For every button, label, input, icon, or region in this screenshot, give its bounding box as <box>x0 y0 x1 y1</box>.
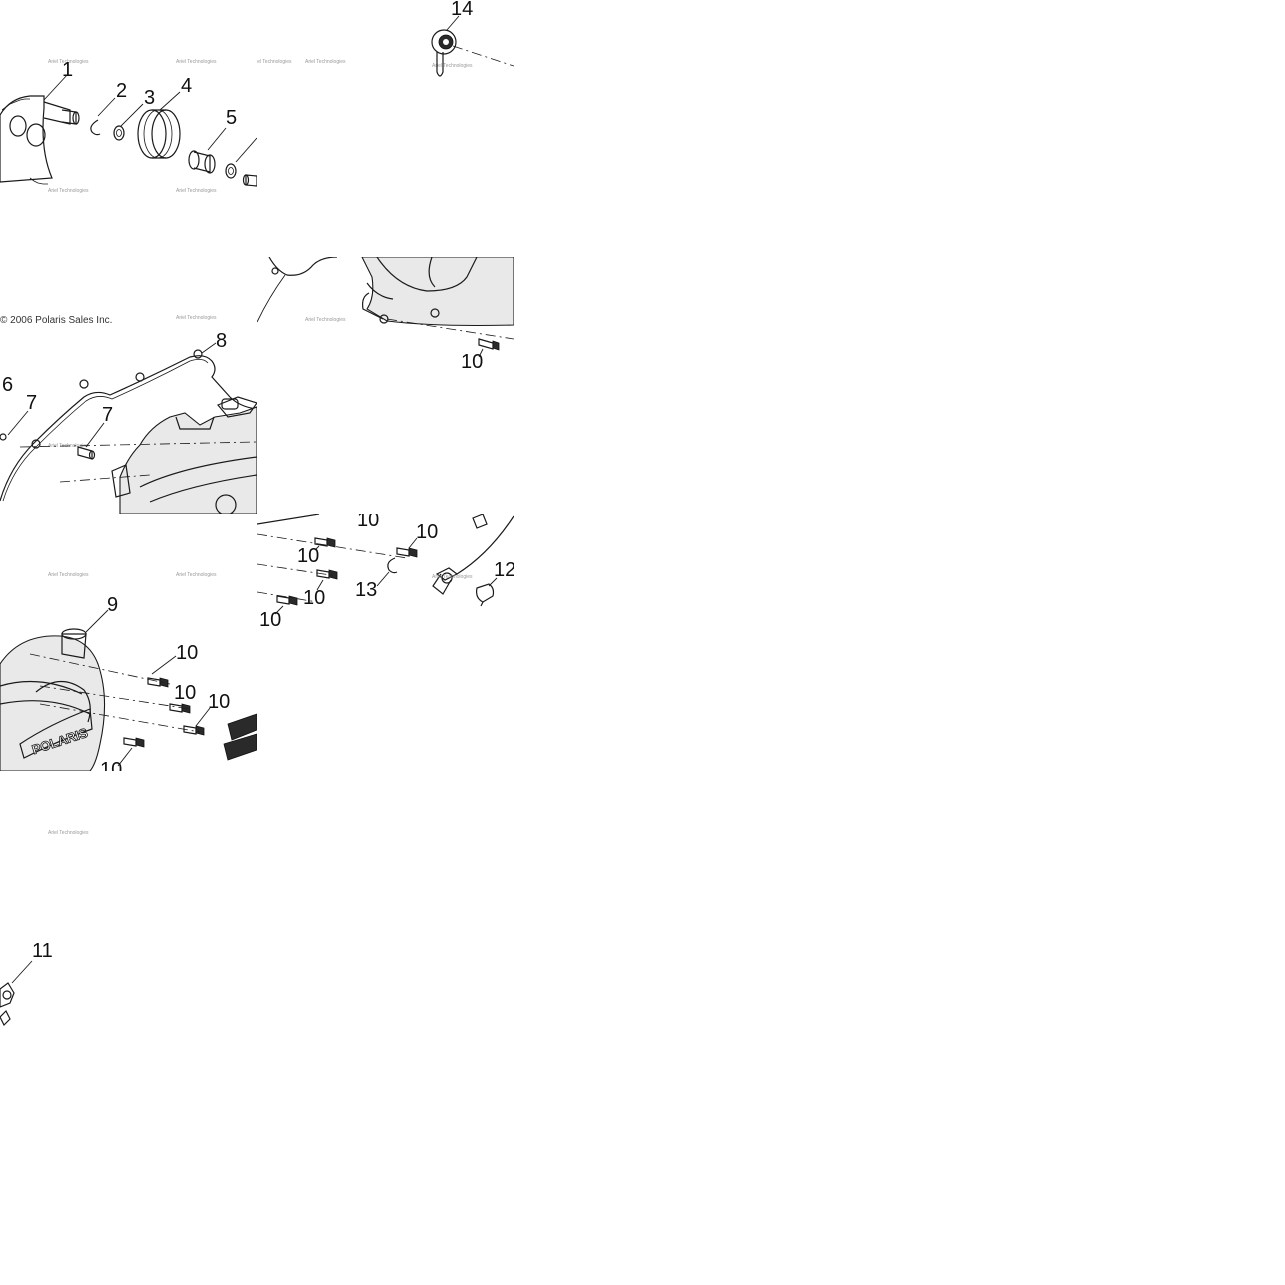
watermark: Ariel Technologies <box>176 572 217 578</box>
tile-outer-cover: Ariel Technologies Ariel Technologies PO… <box>0 514 257 771</box>
callout-10i: 10 <box>303 587 325 609</box>
tile-drain-plug: Ariel Technologies Ariel Technologies Ar… <box>257 0 514 257</box>
callout-5: 5 <box>226 107 237 129</box>
dowel-pin-part <box>77 446 96 460</box>
callout-10g: 10 <box>297 545 319 567</box>
watermark: Ariel Technologies <box>176 59 217 65</box>
outer-clutch-cover-part: POLARIS <box>0 628 106 771</box>
bushing-part <box>188 150 216 174</box>
callout-10e: 10 <box>100 759 122 771</box>
callout-11: 11 <box>32 940 53 962</box>
callout-10c: 10 <box>174 682 196 704</box>
watermark: Ariel Technologies <box>432 574 473 580</box>
drive-belt-part <box>223 713 257 761</box>
tile-shaft-parts: Ariel Technologies Ariel Technologies Ar… <box>0 0 257 257</box>
callout-10h: 10 <box>416 521 438 543</box>
watermark: Ariel Technologies <box>48 188 89 194</box>
callout-10b: 10 <box>176 642 198 664</box>
tile-cover-gasket: © 2006 Polaris Sales Inc. Ariel Technolo… <box>0 257 257 514</box>
bolt-part <box>183 725 205 736</box>
bolt-part <box>316 569 338 580</box>
callout-14: 14 <box>451 0 473 20</box>
spring-ring-part <box>137 109 181 159</box>
callout-6: 6 <box>2 374 13 396</box>
watermark: Ariel Technologies <box>48 59 89 65</box>
washer-part <box>113 125 125 141</box>
tile-breather: Ariel Technologies 11 <box>0 771 257 1028</box>
bolt-part <box>396 547 418 558</box>
callout-10a: 10 <box>461 351 483 373</box>
callout-10d: 10 <box>208 691 230 713</box>
snap-ring-part <box>90 119 101 136</box>
watermark: Ariel Technologies <box>432 63 473 69</box>
callout-13: 13 <box>355 579 377 601</box>
callout-7a: 7 <box>26 392 37 414</box>
callout-12: 12 <box>494 559 514 581</box>
watermark: Ariel Technologies <box>48 830 89 836</box>
watermark: Ariel Technologies <box>305 59 346 65</box>
bolt-part <box>123 737 145 748</box>
callout-4: 4 <box>181 75 192 97</box>
bolt-part <box>314 537 336 548</box>
bolt-part <box>147 677 169 688</box>
callout-3: 3 <box>144 87 155 109</box>
retaining-clip-part <box>387 557 398 574</box>
bolt-part <box>276 595 298 606</box>
tile-cover-bolts-upper: Ariel Technologies Ariel Technologies <box>257 257 514 514</box>
callout-2: 2 <box>116 80 127 102</box>
callout-1: 1 <box>62 59 73 81</box>
breather-fitting-part <box>0 982 15 1027</box>
copyright-text: © 2006 Polaris Sales Inc. <box>0 315 112 326</box>
tile-cover-bolts-lower: 10 10 10 10 1 <box>257 514 514 771</box>
bolt-part <box>478 338 500 351</box>
callout-10f: 10 <box>357 514 379 531</box>
callout-9: 9 <box>107 594 118 616</box>
callout-10j: 10 <box>259 609 281 631</box>
drain-plug-part <box>431 29 457 77</box>
callout-8: 8 <box>216 330 227 352</box>
watermark: Ariel Technologies <box>305 317 346 323</box>
watermark: Ariel Technologies <box>48 572 89 578</box>
clutch-cover-part <box>111 396 257 514</box>
watermark: Ariel Technologies <box>176 315 217 321</box>
crankcase-cover-part <box>361 257 514 327</box>
watermark: Ariel Technologies <box>176 188 217 194</box>
gear-shaft-part <box>0 95 80 185</box>
watermark: Ariel Technologies <box>257 59 292 65</box>
callout-7b: 7 <box>102 404 113 426</box>
